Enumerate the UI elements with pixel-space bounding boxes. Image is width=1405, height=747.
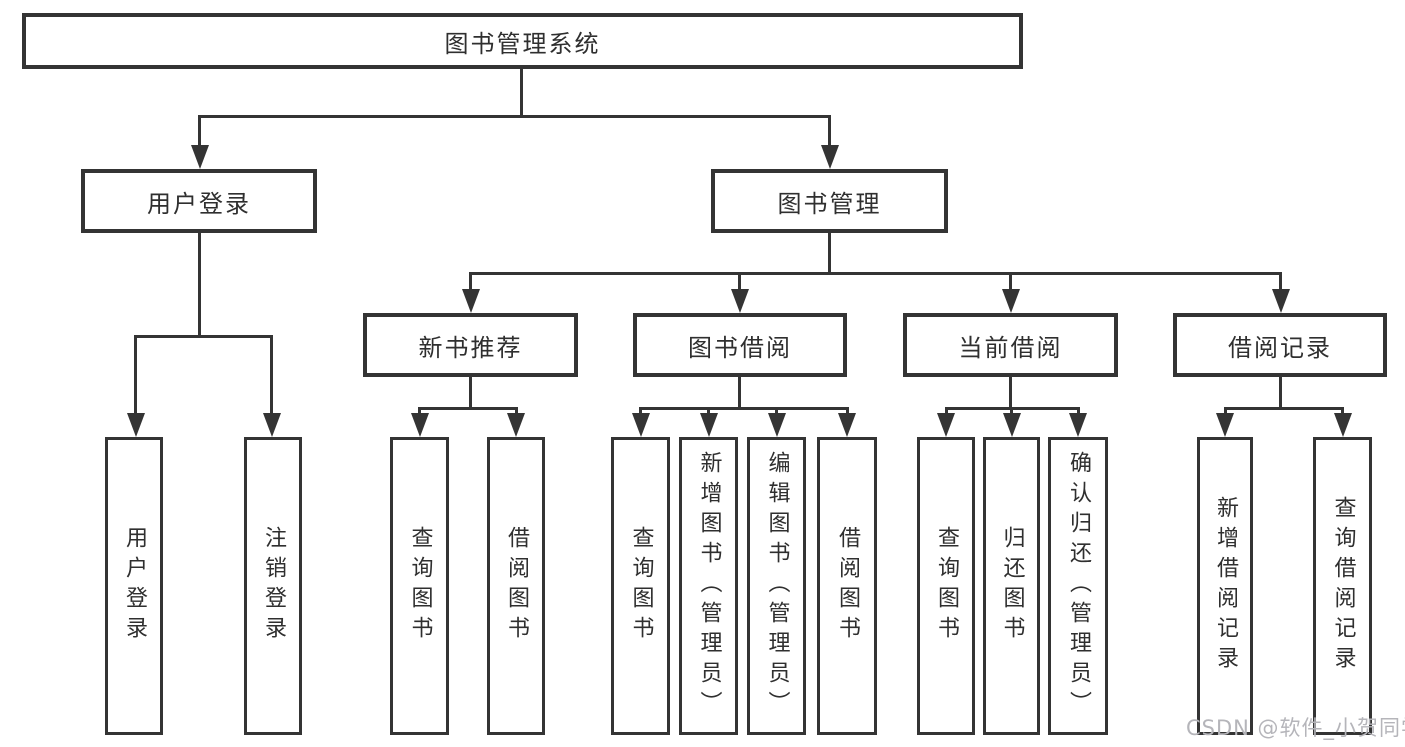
leaf-borrow-books-recommend: 借阅图书: [487, 437, 545, 735]
node-label: 图书借阅: [688, 333, 792, 362]
connector-drop-borrow-records: [1279, 272, 1282, 292]
node-label: 图书管理系统: [444, 29, 601, 58]
node-library-management-system: 图书管理系统: [22, 13, 1023, 69]
connector-stub: [738, 377, 741, 409]
arrow-down-icon: [731, 289, 749, 313]
connector-branch: [418, 407, 518, 410]
leaf-label: 编辑图书（管理员）: [764, 451, 790, 721]
connector-user-login-stub: [198, 233, 201, 337]
arrow-down-icon: [1216, 413, 1234, 437]
connector-branch: [639, 407, 849, 410]
arrow-down-icon: [462, 289, 480, 313]
leaf-label: 归还图书: [999, 526, 1025, 646]
node-label: 用户登录: [147, 189, 251, 218]
arrow-down-icon: [263, 413, 281, 437]
connector-drop-leaf: [775, 407, 778, 417]
leaf-confirm-return-admin: 确认归还（管理员）: [1048, 437, 1108, 735]
connector-drop-leaf: [515, 407, 518, 417]
leaf-query-books-recommend: 查询图书: [390, 437, 449, 735]
connector-drop-leaf: [1224, 407, 1227, 417]
connector-root-stub: [520, 69, 523, 117]
leaf-label: 用户登录: [122, 526, 147, 646]
leaf-add-books-admin: 新增图书（管理员）: [679, 437, 738, 735]
connector-drop-leaf: [1341, 407, 1344, 417]
connector-stub: [1279, 377, 1282, 409]
leaf-return-books: 归还图书: [983, 437, 1040, 735]
leaf-add-borrow-record: 新增借阅记录: [1197, 437, 1253, 735]
arrow-down-icon: [127, 413, 145, 437]
arrow-down-icon: [632, 413, 650, 437]
connector-drop-leaf: [270, 335, 273, 415]
arrow-down-icon: [411, 413, 429, 437]
arrow-down-icon: [937, 413, 955, 437]
leaf-user-login: 用户登录: [105, 437, 163, 735]
connector-drop-book-borrow: [738, 272, 741, 292]
leaf-query-borrow-record: 查询借阅记录: [1313, 437, 1372, 735]
node-current-borrow: 当前借阅: [903, 313, 1118, 377]
leaf-label: 注销登录: [261, 526, 286, 646]
connector-drop-leaf: [1077, 407, 1080, 417]
node-book-borrow: 图书借阅: [633, 313, 847, 377]
connector-drop-book-management: [828, 115, 831, 147]
arrow-down-icon: [1334, 413, 1352, 437]
leaf-label: 查询图书: [407, 526, 433, 646]
node-label: 当前借阅: [958, 333, 1063, 362]
node-label: 图书管理: [777, 189, 882, 218]
connector-stub: [469, 377, 472, 409]
node-label: 新书推荐: [418, 333, 523, 362]
leaf-label: 查询图书: [628, 526, 654, 646]
connector-drop-current-borrow: [1009, 272, 1012, 292]
node-book-management: 图书管理: [711, 169, 948, 233]
arrow-down-icon: [768, 413, 786, 437]
node-new-book-recommend: 新书推荐: [363, 313, 578, 377]
node-borrow-records: 借阅记录: [1173, 313, 1387, 377]
leaf-edit-books-admin: 编辑图书（管理员）: [747, 437, 806, 735]
arrow-down-icon: [507, 413, 525, 437]
leaf-logout: 注销登录: [244, 437, 302, 735]
leaf-query-books-current: 查询图书: [917, 437, 975, 735]
arrow-down-icon: [821, 145, 839, 169]
arrow-down-icon: [838, 413, 856, 437]
connector-drop-leaf: [639, 407, 642, 417]
leaf-label: 查询图书: [934, 526, 959, 646]
connector-level3-branch: [469, 272, 1282, 275]
node-user-login: 用户登录: [81, 169, 317, 233]
leaf-label: 新增借阅记录: [1213, 496, 1238, 676]
connector-branch: [1224, 407, 1344, 410]
connector-drop-leaf: [707, 407, 710, 417]
csdn-watermark: CSDN @软件_小贺同学: [1186, 716, 1405, 740]
node-label: 借阅记录: [1228, 333, 1332, 362]
leaf-label: 借阅图书: [504, 526, 529, 646]
connector-drop-leaf: [1010, 407, 1013, 417]
leaf-label: 确认归还（管理员）: [1066, 451, 1091, 721]
connector-stub: [1009, 377, 1012, 409]
connector-drop-leaf: [134, 335, 137, 415]
leaf-borrow-books: 借阅图书: [817, 437, 877, 735]
arrow-down-icon: [700, 413, 718, 437]
connector-level2-branch: [198, 115, 831, 118]
arrow-down-icon: [191, 145, 209, 169]
arrow-down-icon: [1002, 289, 1020, 313]
arrow-down-icon: [1069, 413, 1087, 437]
connector-book-management-stub: [828, 233, 831, 275]
connector-drop-user-login: [198, 115, 201, 147]
connector-user-login-branch: [134, 335, 273, 338]
connector-drop-leaf: [945, 407, 948, 417]
connector-drop-leaf: [418, 407, 421, 417]
leaf-label: 借阅图书: [835, 526, 860, 646]
leaf-label: 新增图书（管理员）: [696, 451, 722, 721]
leaf-query-books-borrow: 查询图书: [611, 437, 670, 735]
arrow-down-icon: [1003, 413, 1021, 437]
connector-drop-leaf: [846, 407, 849, 417]
leaf-label: 查询借阅记录: [1330, 496, 1356, 676]
connector-drop-new-book: [469, 272, 472, 292]
arrow-down-icon: [1272, 289, 1290, 313]
